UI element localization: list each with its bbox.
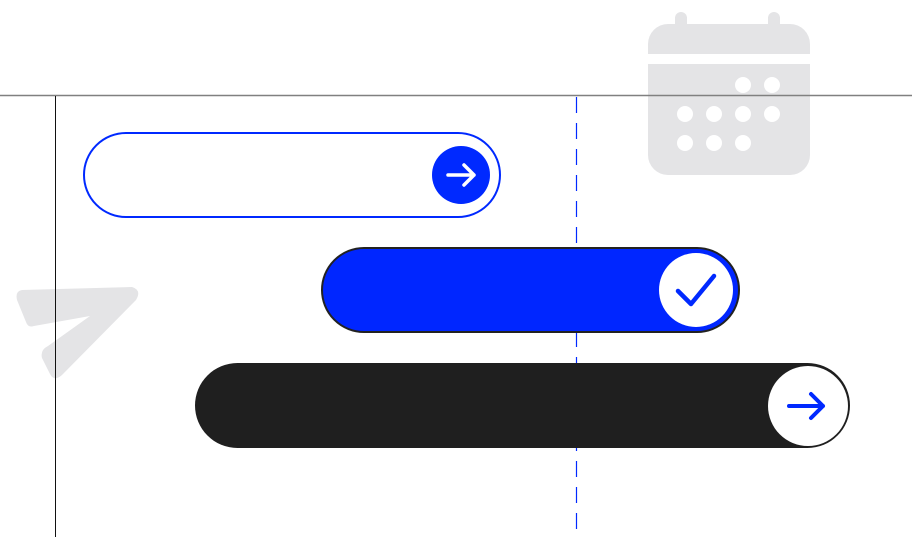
checkmark-icon xyxy=(659,253,733,327)
blue-pill-button[interactable] xyxy=(321,247,740,333)
calendar-icon xyxy=(648,12,810,175)
dark-pill-button[interactable] xyxy=(195,363,850,448)
send-icon xyxy=(16,287,139,379)
arrow-right-icon xyxy=(768,366,848,446)
arrow-right-icon xyxy=(432,146,490,204)
outline-pill-button[interactable] xyxy=(83,132,501,218)
